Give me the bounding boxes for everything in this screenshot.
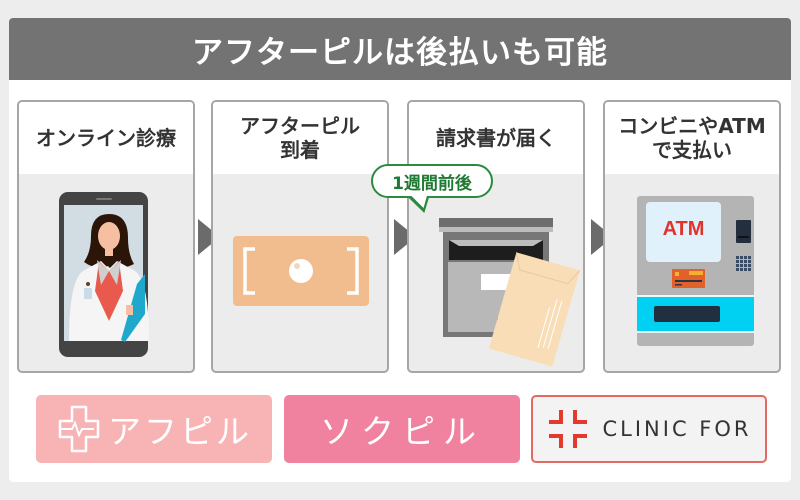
smartphone-doctor-icon <box>59 192 149 357</box>
step-label: オンライン診療 <box>19 102 193 174</box>
brand-clinicfor-button[interactable]: CLINIC FOR <box>531 395 767 463</box>
step-label: アフターピル到着 <box>213 102 387 174</box>
step-invoice-arrives: 請求書が届く <box>407 100 585 373</box>
atm-screen-label: ATM <box>662 218 705 240</box>
timing-bubble: 1週間前後 <box>371 164 493 198</box>
clinic-cross-logo-icon <box>548 410 587 448</box>
brand-afpill-button[interactable]: アフピル <box>36 395 272 463</box>
step-pill-arrival: アフターピル到着 <box>211 100 389 373</box>
atm-icon: ATM <box>605 174 779 371</box>
step-label-line2: 到着 <box>280 138 320 162</box>
step-online-consultation: オンライン診療 <box>17 100 195 373</box>
page-title: アフターピルは後払いも可能 <box>9 18 791 80</box>
mailbox-envelope-icon <box>439 218 581 367</box>
medical-cross-pulse-icon <box>58 405 100 453</box>
step-label-line2: で支払い <box>651 138 732 162</box>
step-label-line1: アフターピル <box>240 114 360 138</box>
step-label-line1: コンビニやATM <box>618 114 766 138</box>
brand-sokupill-button[interactable]: ソクピル <box>284 395 520 463</box>
brand-label: CLINIC FOR <box>602 417 752 441</box>
brand-label: ソクピル <box>320 412 484 451</box>
step-label: 請求書が届く <box>409 102 583 174</box>
brand-label: アフピル <box>108 412 252 451</box>
pill-package-icon <box>233 236 369 306</box>
infographic-card: アフターピルは後払いも可能 オンライン診療 <box>9 18 791 482</box>
